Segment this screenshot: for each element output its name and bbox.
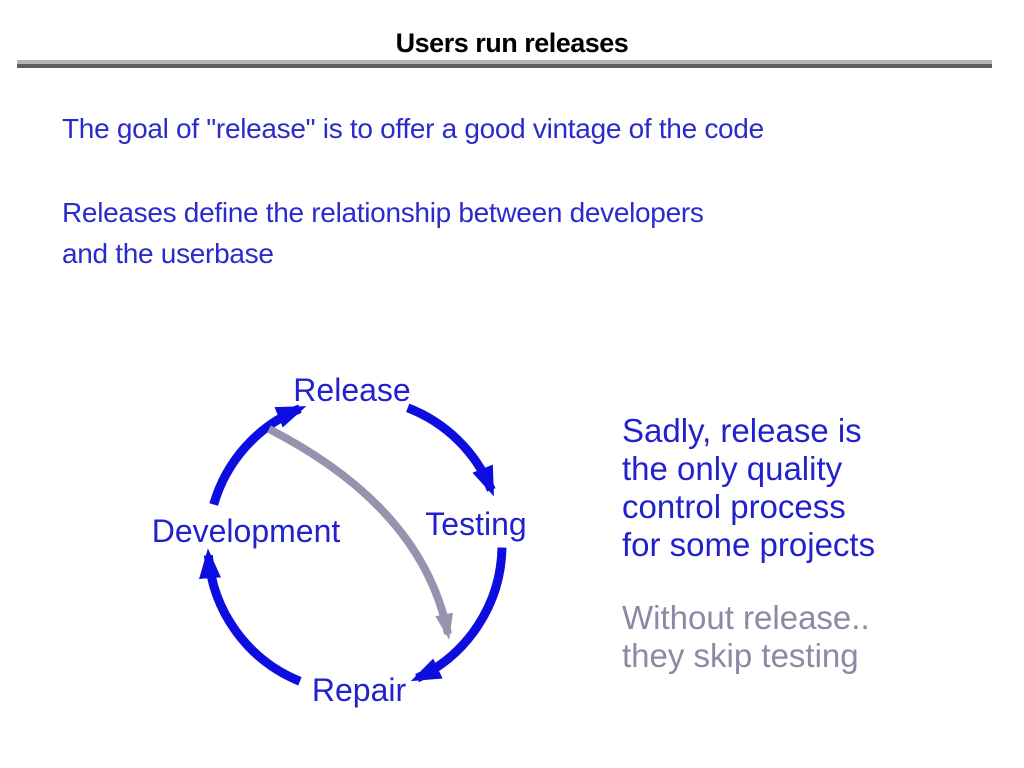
relationship-paragraph: Releases define the relationship between… bbox=[62, 192, 704, 274]
note-quality-line-3: control process bbox=[622, 488, 846, 525]
note-quality-line-2: the only quality bbox=[622, 450, 843, 487]
edge-development-to-release bbox=[209, 404, 307, 506]
intro-paragraph: The goal of "release" is to offer a good… bbox=[62, 113, 764, 144]
note-quality-line-4: for some projects bbox=[622, 526, 876, 563]
relationship-line-1: Releases define the relationship between… bbox=[62, 197, 704, 228]
edge-release-to-testing bbox=[406, 403, 496, 497]
note-skip-line-2: they skip testing bbox=[622, 637, 859, 674]
relationship-line-2: and the userbase bbox=[62, 238, 274, 269]
note-skip-testing: Without release.. they skip testing bbox=[622, 599, 870, 675]
node-release: Release bbox=[293, 372, 411, 408]
slide-title: Users run releases bbox=[395, 28, 629, 58]
divider-light-band bbox=[17, 60, 992, 64]
title-divider bbox=[17, 60, 992, 68]
node-development: Development bbox=[151, 513, 341, 549]
note-quality-control: Sadly, release is the only quality contr… bbox=[622, 412, 875, 564]
edge-shortcut-release-to-repair bbox=[267, 425, 453, 640]
edge-repair-to-development bbox=[199, 548, 302, 686]
edge-testing-to-repair bbox=[410, 547, 507, 683]
node-testing: Testing bbox=[425, 506, 527, 542]
node-repair: Repair bbox=[311, 672, 407, 708]
note-skip-line-1: Without release.. bbox=[622, 599, 870, 636]
divider-dark-band bbox=[17, 64, 992, 68]
note-quality-line-1: Sadly, release is bbox=[622, 412, 862, 449]
